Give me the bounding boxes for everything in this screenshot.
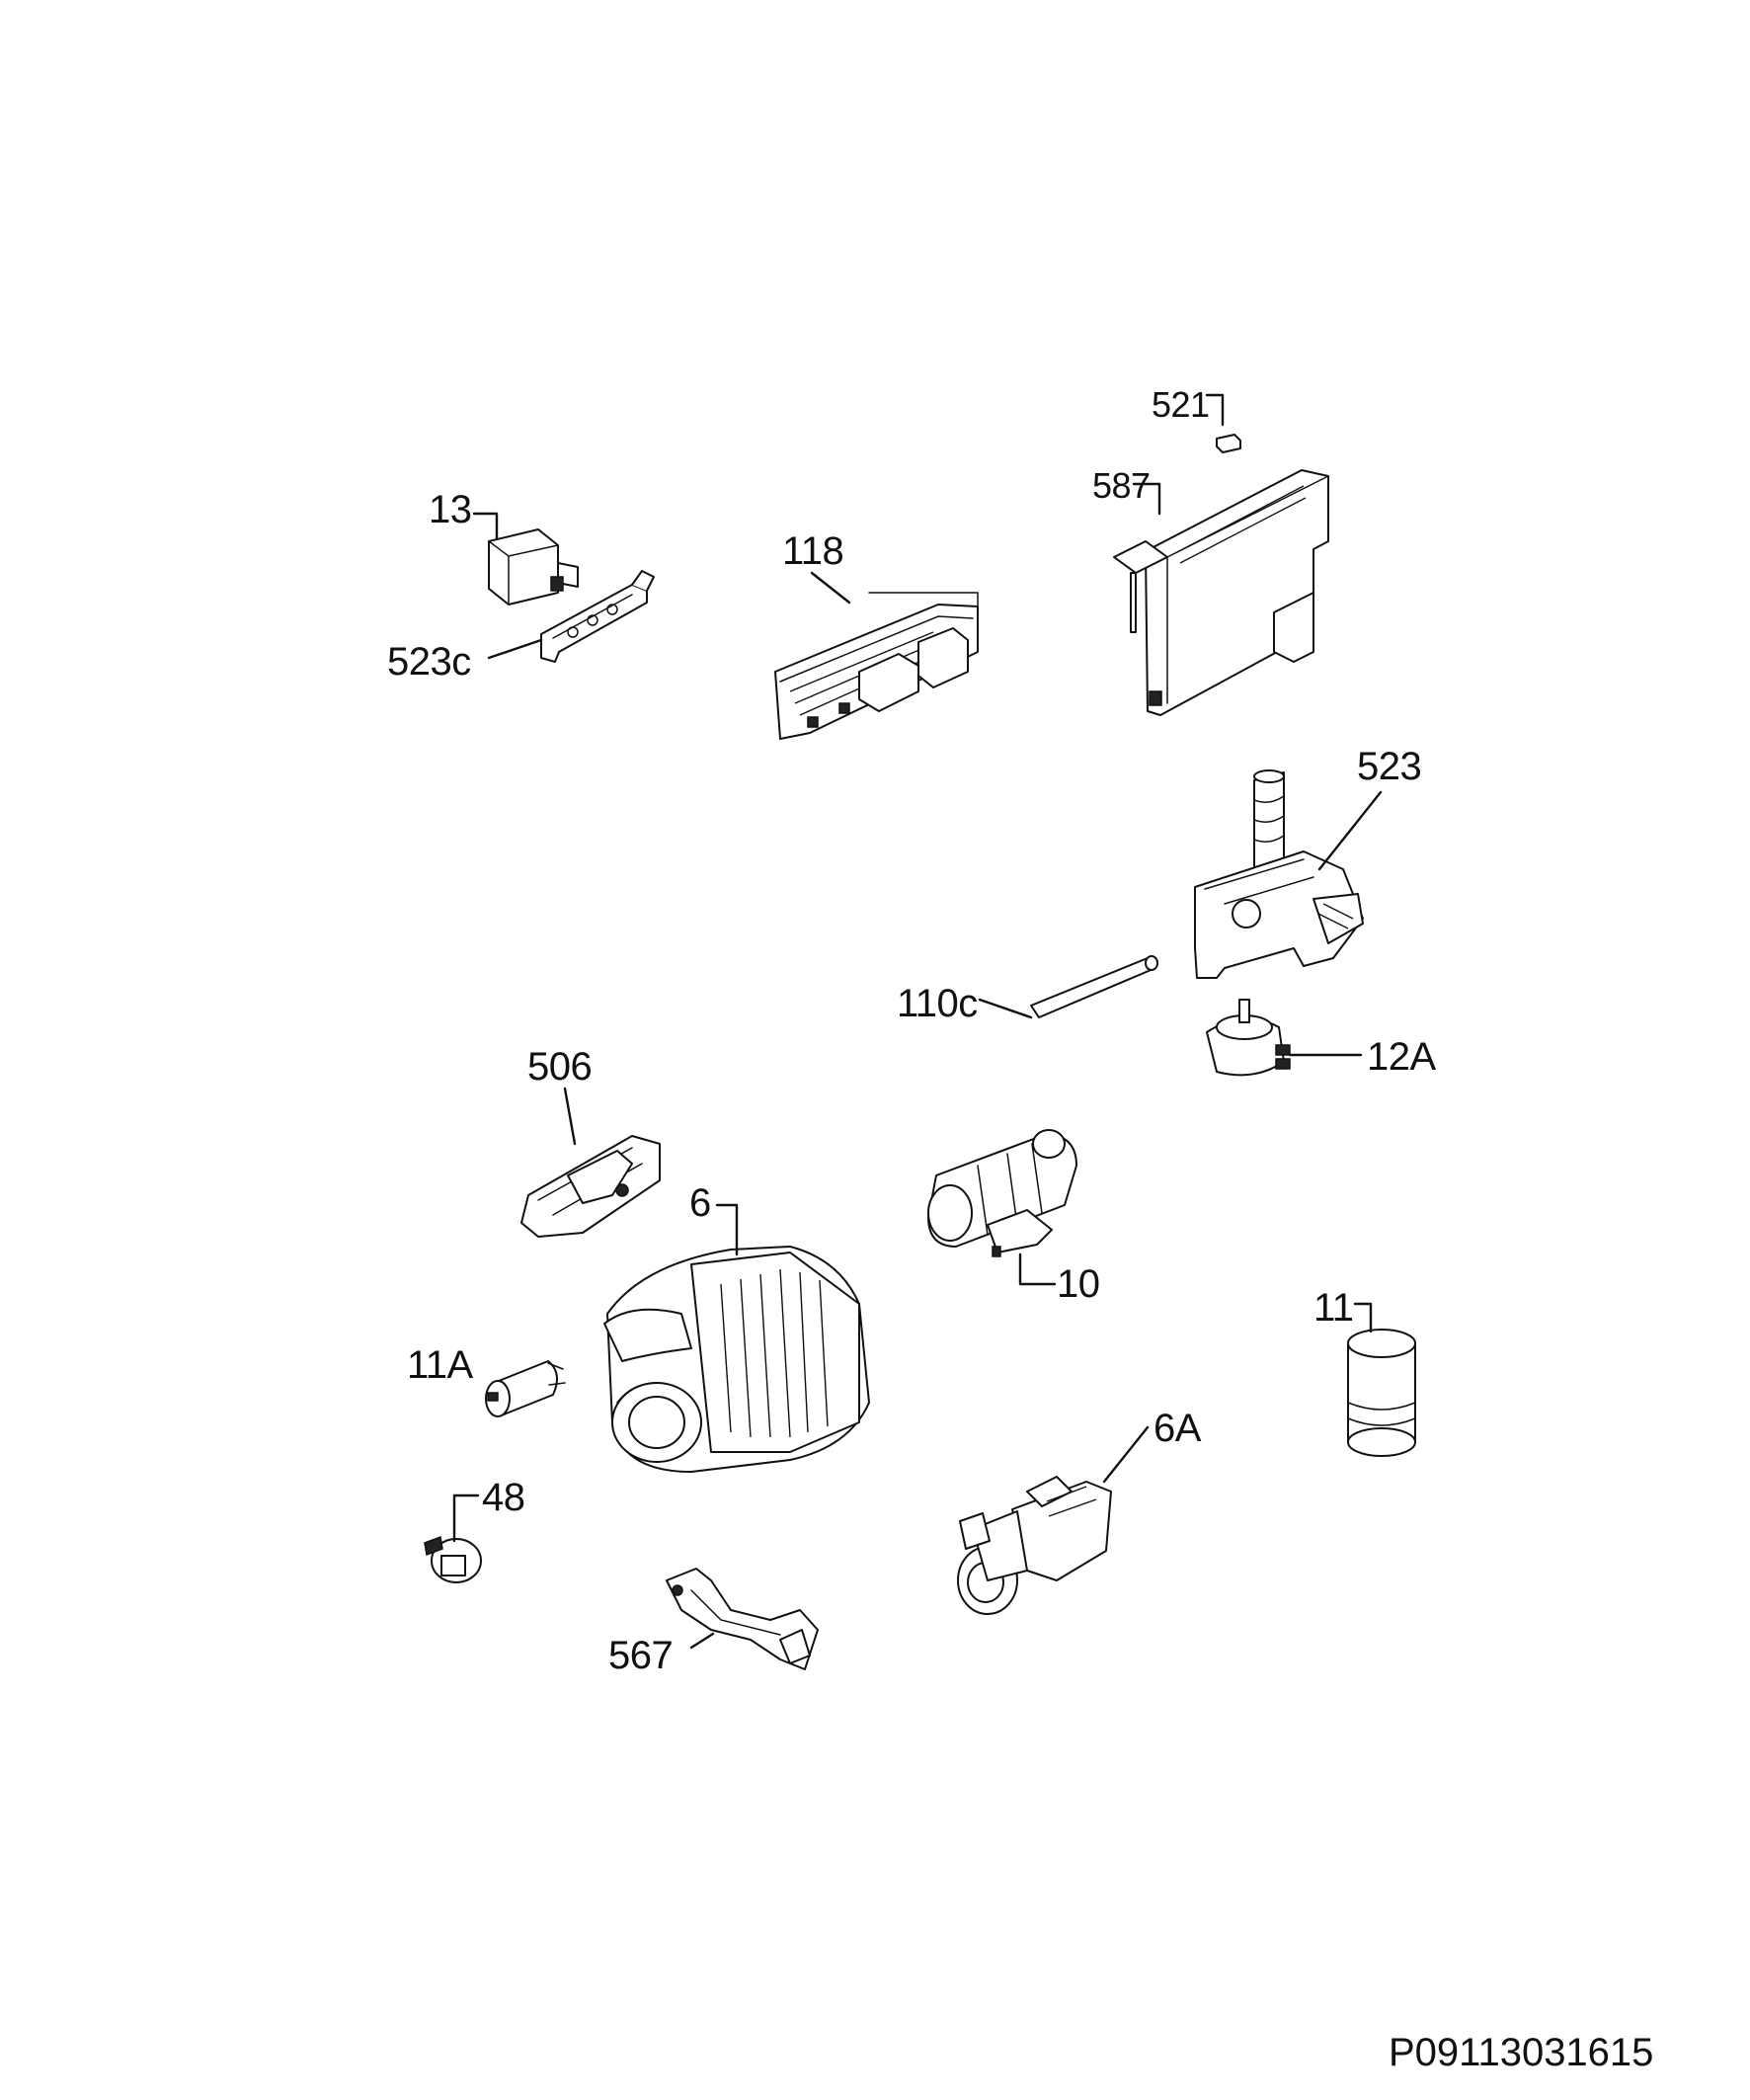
- callout-48: 48: [482, 1476, 525, 1519]
- leader-567: [691, 1634, 713, 1648]
- part-6-circulation-pump: [604, 1247, 869, 1472]
- leader-506: [565, 1089, 575, 1144]
- part-523-sensor-assembly: [1195, 770, 1363, 978]
- leader-587: [1134, 484, 1159, 514]
- callout-6a: 6A: [1153, 1407, 1201, 1450]
- leader-523c: [489, 640, 541, 658]
- part-118-control-module: [775, 593, 978, 739]
- callout-11: 11: [1313, 1286, 1354, 1330]
- callout-567: 567: [608, 1634, 674, 1677]
- leader-13: [474, 514, 497, 538]
- drawing-id: P09113031615: [1389, 2031, 1654, 2074]
- callout-12a: 12A: [1367, 1035, 1436, 1079]
- leader-523: [1319, 792, 1381, 869]
- callout-10: 10: [1057, 1262, 1100, 1306]
- leader-110c: [980, 1000, 1031, 1017]
- part-567-bracket: [667, 1569, 818, 1669]
- part-13-switch: [489, 529, 578, 605]
- callout-110c: 110c: [897, 982, 978, 1025]
- part-10-heater: [928, 1130, 1076, 1256]
- part-12a-pressure-switch: [1207, 1000, 1290, 1075]
- leader-6: [717, 1205, 737, 1254]
- part-521-clip: [1217, 435, 1240, 452]
- leader-118: [812, 573, 849, 603]
- leader-lines: [454, 395, 1381, 1648]
- part-48-sensor: [425, 1537, 481, 1582]
- leader-6a: [1104, 1427, 1148, 1482]
- part-11a-filter: [486, 1361, 565, 1416]
- callout-523: 523: [1357, 745, 1422, 788]
- callout-118: 118: [782, 529, 844, 573]
- part-6a-drain-pump: [958, 1477, 1111, 1614]
- part-506-cover: [521, 1136, 660, 1237]
- leader-521: [1207, 395, 1223, 425]
- callout-11a: 11A: [407, 1343, 473, 1387]
- part-587-electronic-board: [1114, 470, 1328, 715]
- callout-521: 521: [1152, 384, 1210, 425]
- callout-587: 587: [1092, 465, 1151, 506]
- part-110c-rod: [1031, 956, 1157, 1017]
- callout-523c: 523c: [387, 640, 471, 684]
- leader-48: [454, 1495, 478, 1541]
- callout-6: 6: [689, 1181, 711, 1225]
- part-523c-bracket: [541, 571, 654, 662]
- leader-10: [1020, 1254, 1055, 1284]
- callout-13: 13: [429, 488, 472, 531]
- part-11-capacitor: [1348, 1330, 1415, 1456]
- leader-11: [1355, 1304, 1371, 1332]
- callout-506: 506: [527, 1045, 593, 1089]
